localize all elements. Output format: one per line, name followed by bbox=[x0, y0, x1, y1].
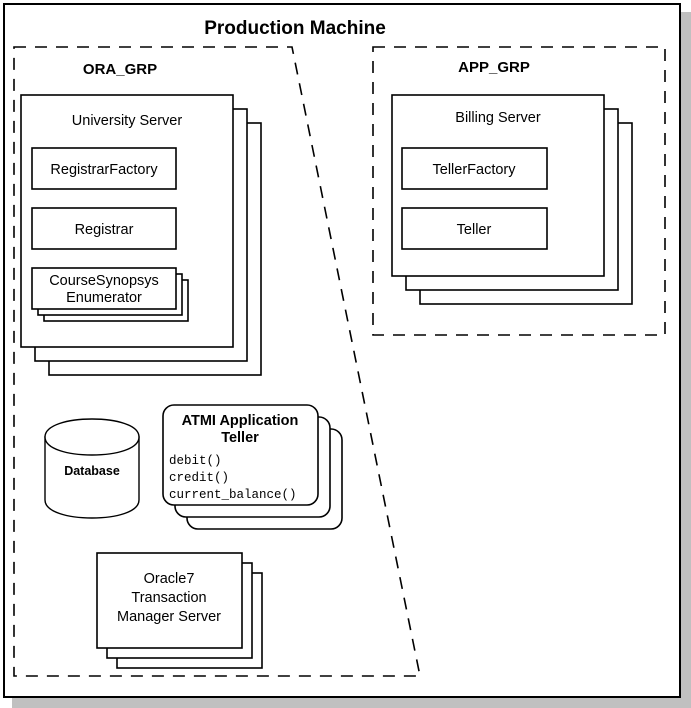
atmi-label-line2: Teller bbox=[221, 430, 259, 446]
group-boundary-ora-grp bbox=[13, 46, 421, 677]
atmi-method-credit: credit() bbox=[169, 471, 229, 485]
atmi-stack-front bbox=[162, 404, 319, 506]
component-registrar-factory[interactable]: RegistrarFactory bbox=[31, 147, 177, 190]
database-label: Database bbox=[64, 464, 120, 478]
group-label-ora-grp: ORA_GRP bbox=[83, 61, 157, 78]
course-synopsys-stack-front bbox=[31, 267, 177, 310]
teller-factory-box bbox=[401, 147, 548, 190]
course-synopsys-label-line2: Enumerator bbox=[66, 290, 142, 306]
oracle7-label-line3: Manager Server bbox=[117, 609, 221, 625]
node-oracle7-transaction-manager-server[interactable]: Oracle7 Transaction Manager Server bbox=[96, 552, 263, 669]
node-billing-server[interactable]: Billing Server TellerFactory Teller bbox=[391, 94, 633, 305]
database-cylinder-body bbox=[44, 436, 140, 519]
teller-factory-label: TellerFactory bbox=[433, 162, 517, 178]
atmi-method-current-balance: current_balance() bbox=[169, 488, 297, 502]
course-synopsys-label-line1: CourseSynopsys bbox=[49, 273, 159, 289]
billing-server-label: Billing Server bbox=[455, 110, 541, 126]
group-boundary-app-grp bbox=[372, 46, 666, 336]
page-title: Production Machine bbox=[204, 18, 386, 39]
oracle7-label-line1: Oracle7 bbox=[144, 571, 195, 587]
oracle7-label-line2: Transaction bbox=[131, 590, 206, 606]
component-registrar[interactable]: Registrar bbox=[31, 207, 177, 250]
component-teller-factory[interactable]: TellerFactory bbox=[401, 147, 548, 190]
teller-label: Teller bbox=[457, 222, 492, 238]
node-university-server[interactable]: University Server RegistrarFactory Regis… bbox=[20, 94, 262, 376]
university-server-label: University Server bbox=[72, 113, 183, 129]
registrar-factory-box bbox=[31, 147, 177, 190]
node-database[interactable]: Database bbox=[44, 418, 140, 519]
outer-frame bbox=[3, 3, 681, 698]
registrar-box bbox=[31, 207, 177, 250]
registrar-factory-label: RegistrarFactory bbox=[50, 162, 158, 178]
group-label-app-grp: APP_GRP bbox=[458, 59, 530, 76]
atmi-label-line1: ATMI Application bbox=[182, 413, 299, 429]
node-atmi-application-teller[interactable]: ATMI Application Teller debit() credit()… bbox=[162, 404, 343, 530]
frame-shadow bbox=[12, 12, 691, 708]
component-course-synopsys-enumerator[interactable]: CourseSynopsys Enumerator bbox=[31, 267, 189, 322]
oracle7-stack-front bbox=[96, 552, 243, 649]
teller-box bbox=[401, 207, 548, 250]
registrar-label: Registrar bbox=[75, 222, 134, 238]
component-teller[interactable]: Teller bbox=[401, 207, 548, 250]
database-cylinder-top bbox=[44, 418, 140, 456]
atmi-method-debit: debit() bbox=[169, 454, 222, 468]
